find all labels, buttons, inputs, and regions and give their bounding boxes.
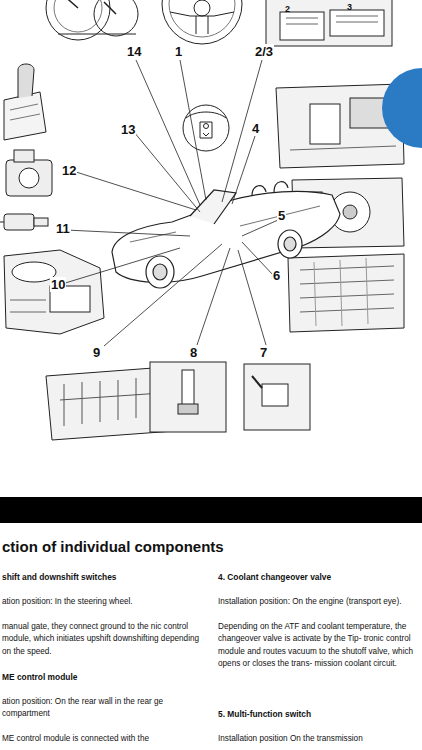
- master-cylinder-part: [10, 300, 46, 312]
- car-outline-part: [278, 230, 302, 258]
- multi-function-switch-part: [343, 205, 357, 219]
- section-heading: shift and downshift switches: [2, 571, 116, 583]
- selector-lever: [4, 64, 46, 140]
- callout-number: 12: [61, 163, 77, 178]
- leader-line-part: [62, 248, 180, 284]
- callout-number: 13: [120, 122, 136, 137]
- steering-wheel-part: [162, 0, 242, 44]
- car-outline: [112, 182, 340, 288]
- callout-number: 2/3: [254, 44, 274, 59]
- valve-block-part: [64, 376, 154, 426]
- header-bar: [0, 497, 422, 523]
- switch-unit-part: [14, 150, 34, 162]
- callout-number: 2: [285, 4, 290, 14]
- leader-line-part: [222, 60, 262, 202]
- master-cylinder-part: [4, 250, 104, 334]
- instrument-cluster-part: [58, 34, 136, 35]
- callout-number: 14: [126, 44, 142, 59]
- body-text: Installation position On the transmissio…: [218, 733, 420, 745]
- speed-sensor: [150, 362, 226, 432]
- leader-line-part: [136, 60, 200, 205]
- selector-lever-part: [10, 104, 40, 120]
- control-module-part: [280, 12, 324, 40]
- switch-unit: [6, 150, 52, 196]
- brake-switch-part: [4, 214, 34, 230]
- body-text: ation position: In the steering wheel.: [2, 596, 212, 608]
- connector: [244, 364, 310, 430]
- control-module-part: [286, 16, 378, 24]
- body-text: ME control module is connected with the: [2, 733, 212, 745]
- selector-lever-part: [4, 92, 46, 140]
- switch-unit-part: [6, 160, 52, 196]
- steering-wheel-part: [194, 0, 210, 16]
- car-outline-part: [190, 190, 236, 224]
- instrument-cluster-part: [62, 0, 116, 14]
- valve-body-part: [314, 258, 368, 326]
- car-outline-part: [284, 237, 296, 251]
- switch-detail-part: [204, 124, 209, 129]
- control-module-part: [266, 0, 392, 46]
- callout-number: 4: [251, 121, 260, 136]
- leader-line-part: [134, 132, 200, 212]
- callout-number: 3: [347, 2, 352, 12]
- callout-number: 6: [272, 268, 281, 283]
- control-module-part: [330, 10, 384, 36]
- section-heading: ME control module: [2, 671, 77, 683]
- instrument-cluster-part: [94, 0, 138, 36]
- connector-part: [262, 384, 288, 406]
- leader-line-part: [76, 172, 196, 210]
- callout-number: 5: [277, 208, 286, 223]
- leader-line-part: [242, 242, 274, 276]
- steering-wheel-part: [170, 12, 234, 34]
- leader-line-part: [238, 250, 266, 345]
- section-heading: 4. Coolant changeover valve: [218, 571, 331, 583]
- leader-line-part: [197, 248, 230, 345]
- car-outline-part: [252, 182, 288, 196]
- instrument-cluster-part: [54, 0, 102, 32]
- callout-number: 10: [50, 277, 66, 292]
- section-title: ction of individual components: [2, 538, 224, 556]
- body-text: manual gate, they connect ground to the …: [2, 621, 202, 658]
- speed-sensor-part: [150, 362, 226, 432]
- valve-body-part: [288, 254, 404, 332]
- car-outline-part: [153, 264, 167, 280]
- leader-line-part: [180, 60, 206, 200]
- changeover-valve-part: [310, 104, 340, 144]
- control-module: [266, 0, 392, 46]
- valve-body: [288, 254, 404, 332]
- callout-number: 7: [259, 345, 268, 360]
- steering-wheel: [162, 0, 242, 44]
- callout-number: 1: [174, 44, 183, 59]
- master-cylinder: [4, 250, 104, 334]
- steering-wheel-part: [169, 0, 235, 37]
- selector-lever-part: [18, 64, 34, 98]
- switch-unit-part: [19, 168, 39, 188]
- instrument-cluster: [46, 0, 138, 40]
- brake-switch-part: [0, 222, 4, 223]
- callout-number: 11: [55, 221, 71, 236]
- connector-part: [252, 376, 262, 388]
- body-text: Depending on the ATF and coolant tempera…: [218, 621, 420, 671]
- body-text: ation position: On the rear wall in the …: [2, 696, 198, 721]
- callout-number: 8: [189, 345, 198, 360]
- car-outline-part: [146, 256, 174, 288]
- changeover-valve-part: [290, 146, 396, 150]
- brake-switch: [0, 214, 48, 230]
- leader-line-part: [66, 230, 190, 236]
- section-heading: 5. Multi-function switch: [218, 708, 311, 720]
- leader-line-part: [232, 136, 255, 204]
- switch-detail-part: [203, 133, 209, 136]
- body-text: Installation position: On the engine (tr…: [218, 596, 420, 608]
- section-tab: [382, 68, 422, 148]
- connector-part: [244, 364, 310, 430]
- callout-number: 9: [92, 345, 101, 360]
- speed-sensor-part: [178, 404, 198, 414]
- brake-switch-part: [34, 218, 48, 226]
- leader-line-part: [104, 244, 222, 346]
- leader-line: [62, 60, 278, 346]
- leader-line-part: [242, 220, 278, 236]
